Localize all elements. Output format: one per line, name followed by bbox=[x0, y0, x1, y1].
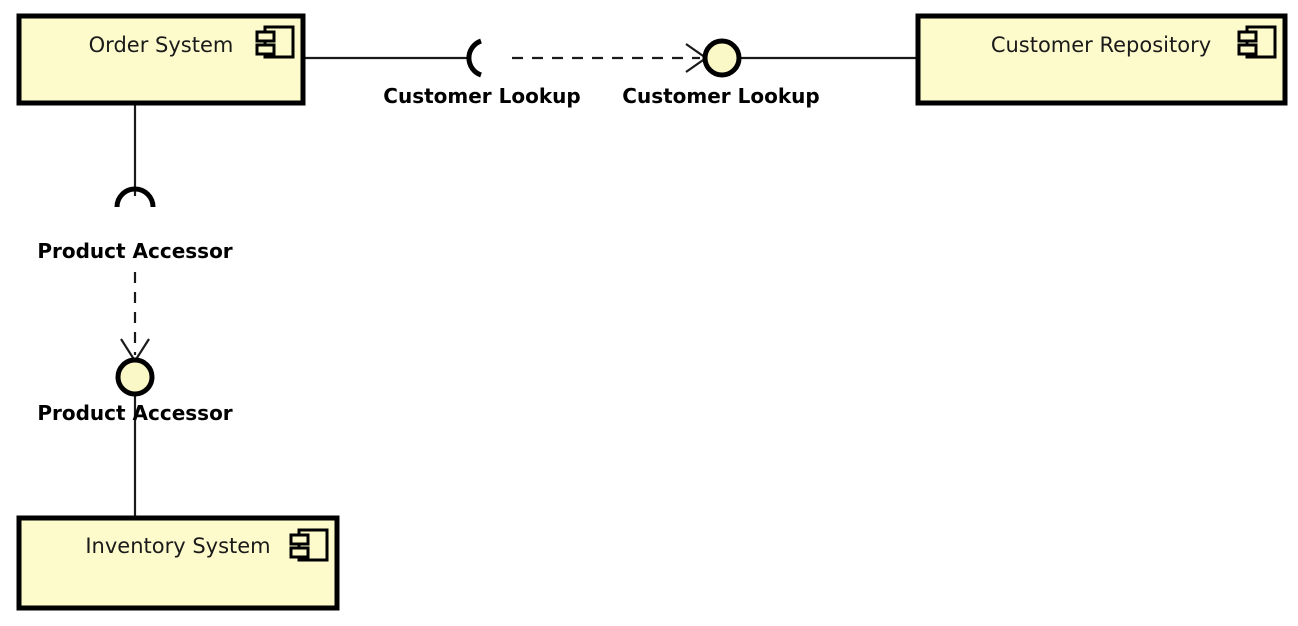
component-inventory-system-box[interactable] bbox=[16, 515, 340, 611]
socket-icon-customer-lookup bbox=[466, 38, 483, 78]
component-order-system-box[interactable] bbox=[16, 13, 306, 106]
component-order-system-label: Order System bbox=[89, 33, 234, 57]
component-icon bbox=[255, 25, 295, 59]
ball-icon-product-accessor bbox=[115, 357, 155, 397]
component-icon bbox=[289, 528, 329, 562]
component-inventory-system-label: Inventory System bbox=[85, 534, 270, 558]
interface-label-customer-lookup-required: Customer Lookup bbox=[383, 84, 580, 108]
interface-label-product-accessor-required: Product Accessor bbox=[37, 239, 232, 263]
interface-label-product-accessor-provided: Product Accessor bbox=[37, 401, 232, 425]
component-customer-repository-box[interactable] bbox=[915, 13, 1288, 106]
ball-icon-customer-lookup bbox=[702, 38, 742, 78]
component-icon bbox=[1237, 25, 1277, 59]
component-order-system[interactable]: Order System bbox=[16, 13, 306, 106]
component-customer-repository-label: Customer Repository bbox=[991, 33, 1211, 57]
component-customer-repository[interactable]: Customer Repository bbox=[915, 13, 1288, 106]
component-inventory-system[interactable]: Inventory System bbox=[16, 515, 340, 611]
interface-label-customer-lookup-provided: Customer Lookup bbox=[622, 84, 819, 108]
socket-icon-product-accessor bbox=[114, 186, 156, 208]
